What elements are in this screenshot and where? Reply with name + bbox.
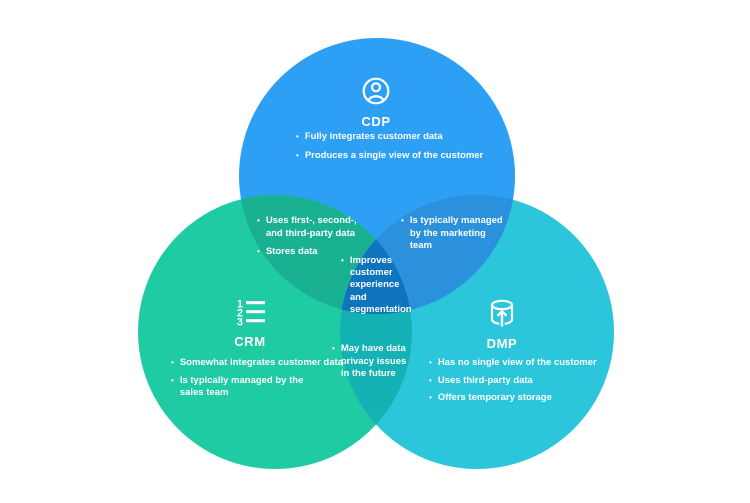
bullet-text: Is typically managed by the sales team	[179, 374, 304, 399]
numbered-list-icon: 1 2 3	[237, 299, 265, 327]
bullet-text: Offers temporary storage	[437, 392, 552, 403]
svg-text:2: 2	[237, 308, 243, 320]
crm-dmp-bullet-list: • May have data privacy issues in the fu…	[332, 343, 427, 381]
database-upload-icon	[490, 299, 514, 327]
dmp-hub: DMP	[457, 298, 547, 351]
bullet-text: Improves customer experience and segment…	[349, 255, 412, 315]
bullet-dot-icon: •	[401, 216, 404, 225]
bullet-text: May have data privacy issues in the futu…	[340, 343, 407, 379]
list-item: • Offers temporary storage	[429, 392, 607, 405]
bullet-dot-icon: •	[296, 132, 299, 141]
bullet-dot-icon: •	[429, 358, 432, 367]
list-item: • Improves customer experience and segme…	[341, 255, 419, 316]
crm-hub: 1 2 3 CRM	[205, 298, 295, 350]
cdp-dmp-bullet-list: • Is typically managed by the marketing …	[401, 215, 509, 253]
bullet-text: Uses first-, second-, and third-party da…	[265, 215, 357, 239]
crm-bullet-list: • Somewhat integrates customer data • Is…	[171, 357, 349, 400]
bullet-text: Stores data	[265, 246, 318, 257]
bullet-dot-icon: •	[429, 375, 432, 385]
person-circle-icon	[362, 77, 390, 105]
list-item: • Stores data	[257, 246, 369, 259]
bullet-dot-icon: •	[332, 344, 335, 353]
bullet-dot-icon: •	[257, 247, 260, 256]
list-item: • Somewhat integrates customer data	[171, 357, 349, 370]
bullet-dot-icon: •	[341, 256, 344, 265]
list-item: • Uses first-, second-, and third-party …	[257, 215, 369, 240]
bullet-text: Has no single view of the customer	[437, 357, 597, 368]
bullet-dot-icon: •	[296, 150, 299, 160]
center-bullet-list: • Improves customer experience and segme…	[341, 255, 419, 316]
bullet-dot-icon: •	[171, 375, 174, 385]
dmp-bullet-list: • Has no single view of the customer • U…	[429, 357, 607, 405]
dmp-title: DMP	[486, 336, 518, 351]
cdp-crm-overlap	[239, 195, 412, 314]
list-item: • Has no single view of the customer	[429, 357, 607, 370]
cdp-hub: CDP	[331, 76, 421, 129]
bullet-text: Is typically managed by the marketing te…	[409, 215, 503, 251]
cdp-crm-bullet-list: • Uses first-, second-, and third-party …	[257, 215, 369, 259]
bullet-dot-icon: •	[429, 393, 432, 402]
bullet-text: Fully integrates customer data	[304, 131, 443, 142]
list-item: • May have data privacy issues in the fu…	[332, 343, 427, 381]
cdp-dmp-overlap	[340, 195, 515, 314]
bullet-text: Produces a single view of the customer	[304, 149, 484, 161]
list-item: • Is typically managed by the sales team	[171, 375, 349, 400]
bullet-dot-icon: •	[171, 358, 174, 367]
svg-text:3: 3	[237, 317, 243, 327]
crm-title: CRM	[234, 334, 266, 349]
list-item: • Is typically managed by the marketing …	[401, 215, 509, 253]
cdp-title: CDP	[361, 114, 391, 129]
list-item: • Uses third-party data	[429, 375, 607, 388]
list-item: • Fully integrates customer data	[296, 131, 506, 144]
bullet-text: Somewhat integrates customer data	[179, 357, 343, 368]
cdp-bullet-list: • Fully integrates customer data • Produ…	[296, 131, 506, 162]
list-item: • Produces a single view of the customer	[296, 150, 506, 163]
svg-text:1: 1	[237, 299, 243, 311]
bullet-text: Uses third-party data	[437, 374, 533, 386]
bullet-dot-icon: •	[257, 216, 260, 225]
